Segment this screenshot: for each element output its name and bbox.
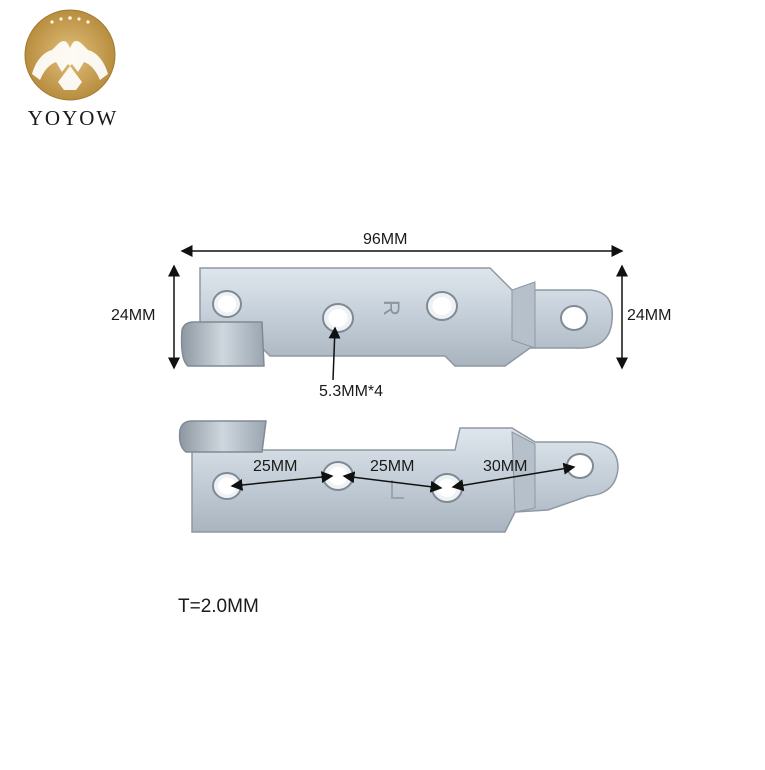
top-bracket — [180, 267, 614, 367]
height-left-label: 24MM — [111, 307, 156, 324]
thickness-label: T=2.0MM — [178, 596, 259, 617]
spacing-3-label: 30MM — [483, 458, 528, 475]
brand-name: YOYOW — [27, 106, 119, 130]
spacing-1-label: 25MM — [253, 458, 298, 475]
spacing-2-label: 25MM — [370, 458, 415, 475]
length-label: 96MM — [363, 231, 408, 248]
dimension-lines — [168, 245, 628, 493]
part-marking-r: R — [379, 300, 404, 316]
hole-diameter-label: 5.3MM*4 — [319, 383, 384, 400]
bottom-bracket — [178, 420, 619, 533]
brand-logo — [24, 9, 116, 101]
height-right-label: 24MM — [627, 307, 672, 324]
